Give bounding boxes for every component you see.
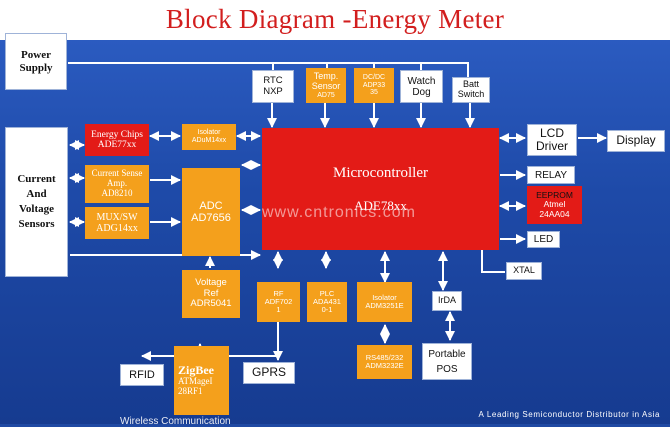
relay-block: RELAY: [527, 166, 575, 184]
gprs-block: GPRS: [243, 362, 295, 384]
display-block: Display: [607, 130, 665, 152]
plc-block: PLC ADA431 0-1: [307, 282, 347, 322]
title-band: [0, 0, 670, 40]
portable-pos-block: Portable POS: [422, 343, 472, 380]
rf-block: RF ADF702 1: [257, 282, 300, 322]
eeprom-block: EEPROM Atmel 24AA04: [527, 186, 582, 224]
zigbee-block: ZigBee ATMageI 28RF1: [174, 346, 229, 415]
mux-sw-block: MUX/SW ADG14xx: [85, 207, 149, 239]
page-title: Block Diagram -Energy Meter: [165, 4, 505, 34]
adc-block: ADC AD7656: [182, 168, 240, 256]
microcontroller-block: Microcontroller ADE78xx: [262, 128, 499, 250]
irda-block: IrDA: [432, 291, 462, 311]
energy-chips-block: Energy Chips ADE77xx: [85, 124, 149, 156]
isolator-bottom-block: Isolator ADM3251E: [357, 282, 412, 322]
rs485-block: RS485/232 ADM3232E: [357, 345, 412, 379]
led-block: LED: [527, 231, 560, 248]
watermark: www.cntronics.com: [262, 204, 416, 221]
lcd-driver-block: LCD Driver: [527, 124, 577, 156]
temp-sensor-block: Temp. Sensor AD7​5: [306, 68, 346, 103]
sensors-block: Current And Voltage Sensors: [5, 127, 68, 277]
xtal-block: XTAL: [506, 262, 542, 280]
footer-tagline: A Leading Semiconductor Distributor in A…: [478, 410, 660, 419]
current-sense-block: Current Sense Amp. AD8210: [85, 165, 149, 203]
batt-switch-block: Batt Switch: [452, 77, 490, 103]
power-supply-block: Power Supply: [5, 33, 67, 90]
isolator-top-block: Isolator ADuM14xx: [182, 124, 236, 150]
watchdog-block: Watch Dog: [400, 70, 443, 103]
dcdc-block: DC/DC ADP33 35: [354, 68, 394, 103]
voltage-ref-block: Voltage Ref ADR5041: [182, 270, 240, 318]
power-bus-line: [68, 62, 469, 77]
bottom-caption: Wireless Communication: [120, 416, 231, 427]
mcu-xtal-link: [481, 250, 505, 273]
rtc-block: RTC NXP: [252, 70, 294, 103]
rfid-block: RFID: [120, 364, 164, 386]
